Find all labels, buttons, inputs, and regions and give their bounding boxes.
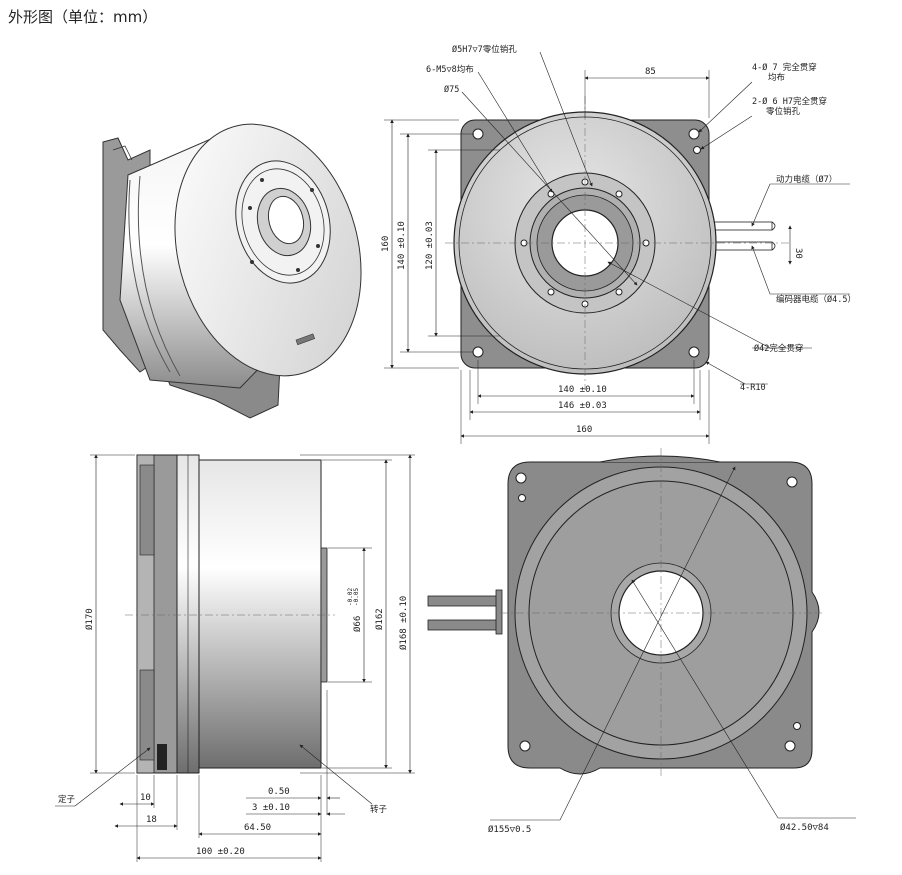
- dim-d66-tol-lower: -0.05: [353, 588, 360, 606]
- power-cable-label: 动力电缆（Ø7）: [776, 174, 837, 185]
- dim-160-v: 160: [381, 236, 391, 252]
- dim-100: 100 ±0.20: [196, 847, 245, 857]
- side-view: Ø170 Ø66 -0.02 -0.05 Ø162 Ø168 ±0.10 0.5…: [55, 454, 415, 862]
- through-holes-label: 4-Ø 7 完全贯穿: [752, 62, 817, 73]
- d75-label: Ø75: [444, 84, 459, 95]
- pin-hole-label: Ø5H7▽7零位销孔: [452, 44, 517, 55]
- bore-label: Ø42完全贯穿: [754, 343, 803, 354]
- through-holes-sub-label: 均布: [768, 72, 785, 83]
- dim-146-h: 146 ±0.03: [558, 401, 607, 411]
- page-title: 外形图（单位：mm）: [8, 8, 158, 26]
- pin-holes-sub-label: 零位销孔: [766, 106, 801, 117]
- dim-0-50: 0.50: [268, 787, 290, 797]
- dim-18: 18: [146, 815, 157, 825]
- isometric-view: [102, 123, 362, 419]
- encoder-cable-label: 编码器电缆（Ø4.5）: [776, 294, 856, 305]
- dim-d168: Ø168 ±0.10: [398, 596, 409, 650]
- back-view: Ø155▽0.5 Ø42.50▽84: [427, 448, 856, 835]
- dim-3: 3 ±0.10: [252, 803, 290, 813]
- m5-holes-label: 6-M5▽8均布: [426, 64, 474, 75]
- dim-d66: Ø66: [352, 616, 363, 632]
- dim-140-v: 140 ±0.10: [397, 221, 407, 270]
- d155-label: Ø155▽0.5: [488, 824, 531, 835]
- corner-radius-label: 4-R10: [740, 383, 766, 393]
- d42-label: Ø42.50▽84: [780, 822, 829, 833]
- dim-30: 30: [793, 248, 803, 259]
- dim-160-h: 160: [576, 425, 592, 435]
- dim-10: 10: [140, 793, 151, 803]
- stator-label: 定子: [58, 794, 76, 805]
- pin-holes-label: 2-Ø 6 H7完全贯穿: [752, 96, 827, 107]
- dim-d162: Ø162: [374, 608, 385, 630]
- front-view: Ø5H7▽7零位销孔 6-M5▽8均布 Ø75 4-Ø 7 完全贯穿 均布 2-…: [381, 44, 856, 444]
- dim-85: 85: [645, 67, 656, 77]
- dim-64-50: 64.50: [244, 823, 271, 833]
- rotor-label: 转子: [370, 804, 388, 815]
- dim-120-v: 120 ±0.03: [425, 221, 435, 270]
- dim-140-h: 140 ±0.10: [558, 385, 607, 395]
- dim-d66-tol-upper: -0.02: [347, 588, 354, 606]
- dim-d170: Ø170: [84, 608, 95, 630]
